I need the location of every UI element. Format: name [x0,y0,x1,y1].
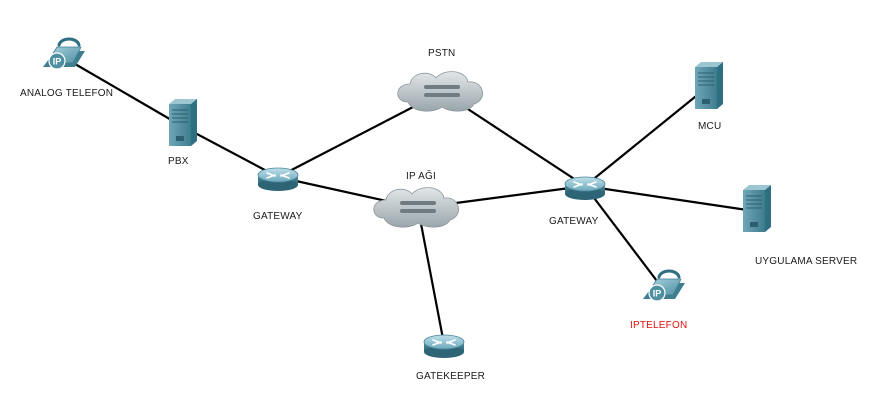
server-icon[interactable] [743,185,771,232]
link-gateway-right-to-ip-phone [584,185,664,290]
ip-phone-icon[interactable]: IP [43,37,85,70]
ip-network-label: IP AĞI [406,171,436,182]
gateway-left-label: GATEWAY [253,211,303,222]
router-icon[interactable] [423,334,465,358]
link-ip-net-to-gatekeeper [416,207,446,345]
link-gateway-right-to-app-server [584,184,755,213]
gateway-right-label: GATEWAY [549,216,599,227]
pbx-label: PBX [168,156,189,167]
gatekeeper-label: GATEKEEPER [416,371,486,382]
server-icon[interactable] [695,62,723,109]
app-server-label: UYGULAMA SERVER [755,256,858,267]
svg-text:IP: IP [653,289,662,299]
pstn-label: PSTN [428,48,456,59]
cloud-icon[interactable] [397,71,483,112]
mcu-label: MCU [698,121,722,132]
svg-text:IP: IP [53,57,62,67]
ip-phone-icon[interactable]: IP [643,269,685,302]
analog-phone-label: ANALOG TELEFON [20,88,114,99]
router-icon[interactable] [564,176,606,200]
server-icon[interactable] [169,99,197,146]
link-gateway-right-to-mcu [584,87,707,187]
router-icon[interactable] [257,167,299,191]
ip-phone-label: IPTELEFON [630,320,688,331]
link-analog-phone-to-pbx [62,56,181,126]
devices-layer: IP IP [43,37,771,358]
cloud-icon[interactable] [373,187,459,228]
